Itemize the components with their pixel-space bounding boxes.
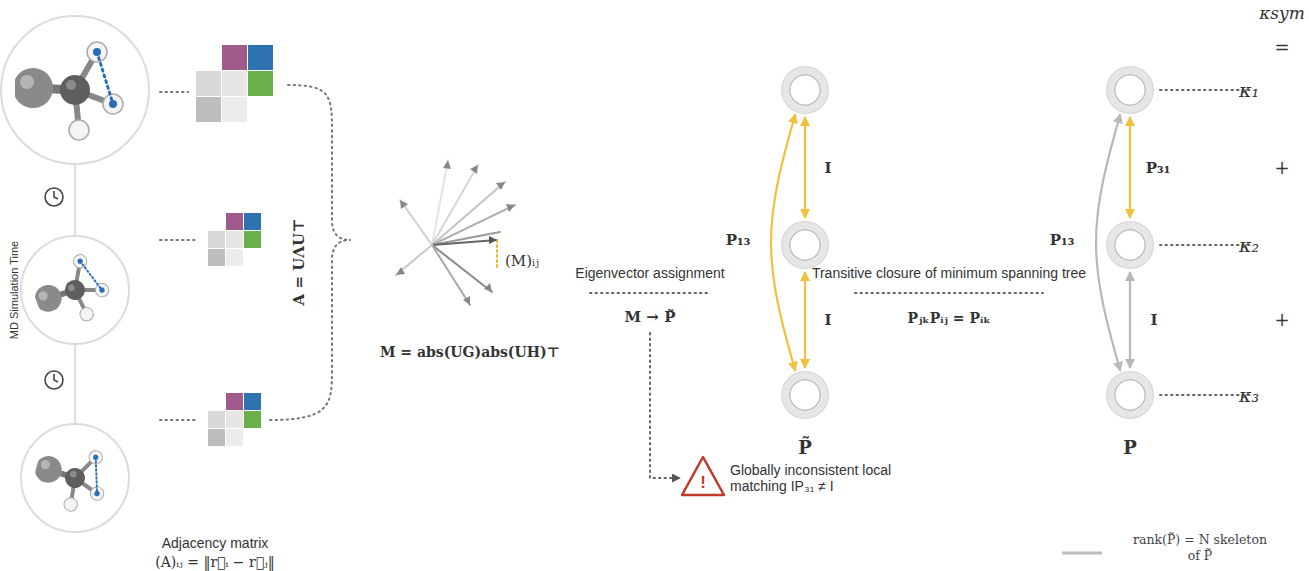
- axis-title: MD Simulation Time: [8, 241, 21, 339]
- graph-vertex: κ₁: [1107, 67, 1153, 113]
- graph-vertex: [782, 67, 828, 113]
- edge-label: P₁₃: [724, 231, 752, 249]
- graph-vertex: κ₃: [1107, 372, 1153, 418]
- matching-arrow: [1129, 272, 1131, 368]
- equation: A = UΛU⊤: [291, 219, 308, 306]
- caption-label: Adjacency matrix: [162, 535, 269, 551]
- operator: +: [1274, 158, 1289, 179]
- edge-label: I: [1148, 311, 1159, 329]
- graph-label: P̃: [798, 438, 812, 459]
- sum-term: κ₃: [1239, 384, 1259, 406]
- graph-vertex: [782, 372, 828, 418]
- graph-label: P: [1123, 438, 1137, 459]
- graph-vertex: [782, 222, 828, 268]
- sum-term: κ₁: [1239, 79, 1259, 101]
- edge-label: P₁₃: [1048, 231, 1076, 249]
- legend-entry: rank(P̃) = N skeleton of P̃: [1125, 532, 1275, 565]
- edge-label: P₃₁: [1144, 159, 1172, 177]
- equation: PⱼₖPᵢⱼ = Pᵢₖ: [907, 310, 990, 326]
- sum-term: κ₂: [1239, 234, 1259, 256]
- edge-label: I: [822, 159, 833, 177]
- graph-vertex: κ₂: [1107, 222, 1153, 268]
- warning-icon: !: [700, 473, 706, 493]
- operator: =: [1274, 38, 1289, 59]
- equation: M = abs(UG)abs(UH)⊤: [380, 344, 560, 360]
- matching-arrow: [804, 117, 806, 218]
- sum-term: κsym: [1259, 4, 1305, 24]
- equation: M → P̃: [625, 309, 676, 326]
- step-label: Transitive closure of minimum spanning t…: [812, 265, 1086, 281]
- matching-arrow: [1129, 117, 1131, 218]
- warning-note: Globally inconsistent local matching IP₃…: [730, 462, 905, 494]
- operator: +: [1274, 310, 1289, 331]
- equation: (A)ᵢⱼ = ‖r⃗ᵢ − r⃗ⱼ‖: [155, 554, 275, 570]
- edge-label: I: [822, 311, 833, 329]
- matching-arrow: [804, 272, 806, 368]
- matrix-entry: (M)ᵢⱼ: [505, 253, 539, 270]
- step-label: Eigenvector assignment: [575, 265, 724, 281]
